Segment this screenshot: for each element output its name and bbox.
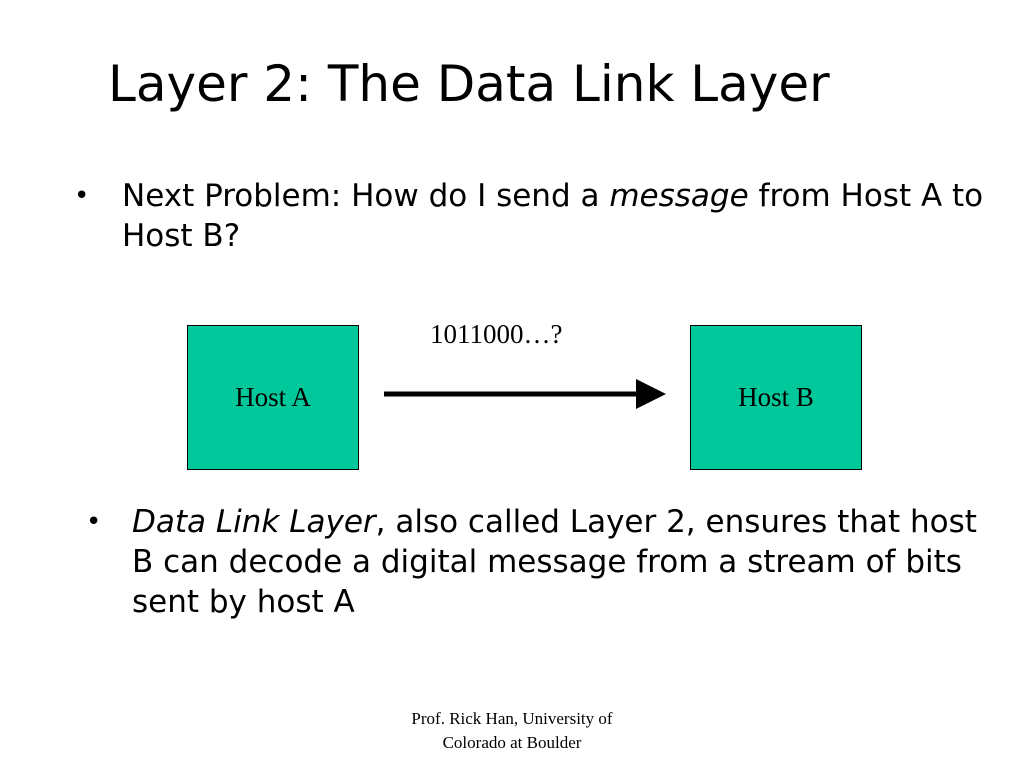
footer-line-2: Colorado at Boulder: [442, 733, 582, 752]
bullet-next-problem: Next Problem: How do I send a message fr…: [122, 176, 1002, 256]
slide-title: Layer 2: The Data Link Layer: [108, 55, 830, 113]
host-a-box: Host A: [187, 325, 359, 470]
host-a-label: Host A: [235, 382, 311, 412]
bullet-data-link-layer: Data Link Layer, also called Layer 2, en…: [132, 502, 992, 622]
bullet-emphasis: Data Link Layer: [132, 504, 376, 540]
bullet-marker: •: [74, 181, 90, 211]
bullet-emphasis: message: [609, 178, 749, 214]
transmission-arrow: [384, 379, 666, 409]
slide-footer: Prof. Rick Han, University of Colorado a…: [362, 707, 662, 755]
host-b-box: Host B: [690, 325, 862, 470]
bullet-text: from Host A to Host B?: [122, 178, 984, 254]
host-b-label: Host B: [738, 382, 814, 412]
arrow-head: [636, 379, 666, 409]
bullet-marker: •: [86, 507, 102, 537]
bullet-text: , also called Layer 2, ensures that host…: [132, 504, 977, 620]
bullet-text: Next Problem: How do I send a: [122, 178, 610, 214]
footer-line-1: Prof. Rick Han, University of: [411, 709, 613, 728]
bit-stream-label: 1011000…?: [430, 319, 563, 349]
